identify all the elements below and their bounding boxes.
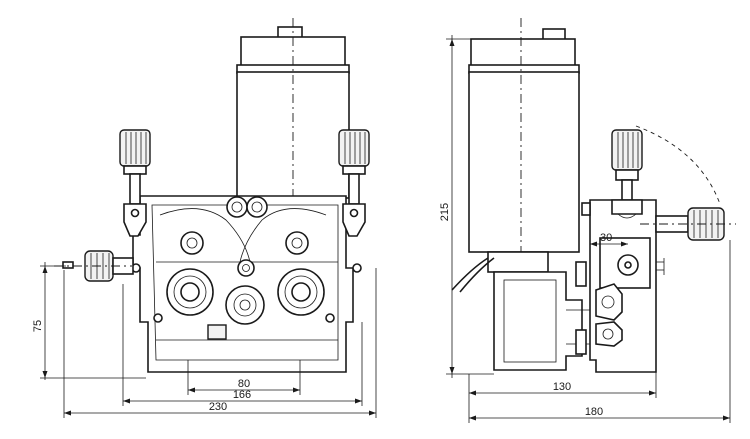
dim-side-total-width: 180 xyxy=(585,406,603,418)
side-right-knob xyxy=(640,207,736,241)
side-motor xyxy=(468,18,580,280)
front-motor xyxy=(236,18,350,208)
side-dimensions: 215 30 130 180 xyxy=(439,35,731,423)
front-dimensions: 75 80 166 230 xyxy=(32,262,377,418)
side-cable xyxy=(451,257,495,293)
front-screws xyxy=(131,263,362,340)
front-drive-rollers xyxy=(166,268,325,325)
front-wire-inlet xyxy=(54,250,134,282)
dim-front-height: 75 xyxy=(32,320,44,332)
dim-side-body-width: 130 xyxy=(553,381,571,393)
dim-side-height: 215 xyxy=(439,203,451,221)
dim-front-inner-width: 80 xyxy=(238,378,250,390)
front-view: 75 80 166 230 xyxy=(32,18,377,418)
front-right-tensioner xyxy=(338,129,370,237)
front-guide-rollers xyxy=(180,196,309,277)
side-housing xyxy=(493,261,598,371)
dim-front-mid-width: 166 xyxy=(233,389,251,401)
dim-front-total-width: 230 xyxy=(209,401,227,413)
side-tensioner xyxy=(611,129,643,219)
side-view: 215 30 130 180 xyxy=(439,18,736,423)
side-plate xyxy=(581,199,665,373)
dim-side-offset: 30 xyxy=(600,232,612,244)
side-swing-arc xyxy=(635,125,721,205)
front-left-tensioner xyxy=(119,129,151,237)
side-fittings xyxy=(595,283,623,347)
